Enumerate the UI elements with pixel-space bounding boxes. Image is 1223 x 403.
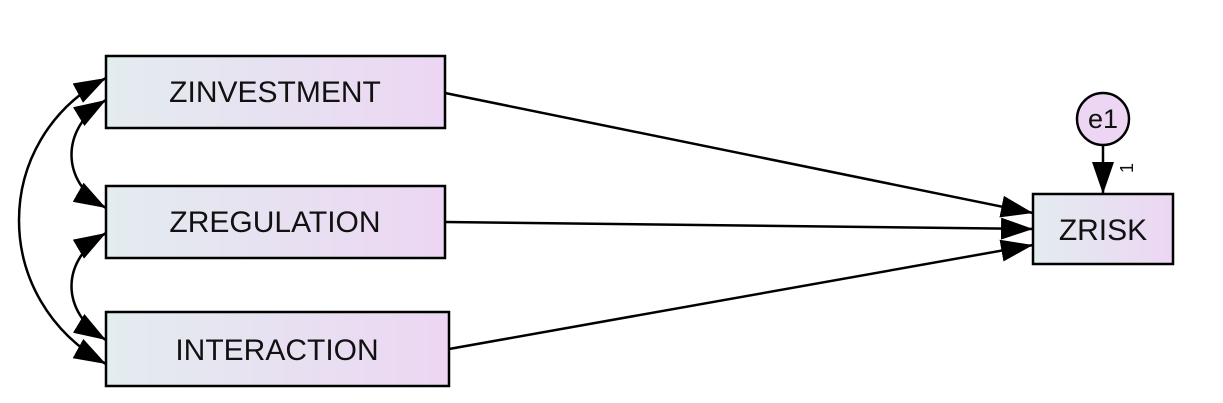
node-zrisk-box xyxy=(1031,192,1175,266)
node-zinvestment-box xyxy=(104,54,447,130)
covariance-zregulation-interaction xyxy=(70,231,107,342)
node-zregulation: ZREGULATION xyxy=(104,184,447,260)
node-zregulation-box xyxy=(104,184,447,260)
node-zinvestment: ZINVESTMENT xyxy=(104,54,447,130)
covariance-zinvestment-interaction xyxy=(17,76,107,366)
path-e1-label: 1 xyxy=(1117,163,1137,173)
path-zinvestment-to-zrisk xyxy=(444,91,1034,218)
path-interaction-to-zrisk xyxy=(448,239,1034,351)
node-e1: e1 xyxy=(1075,91,1131,147)
node-e1-label: e1 xyxy=(1088,104,1118,134)
covariance-zinvestment-zregulation xyxy=(70,98,107,210)
node-interaction: INTERACTION xyxy=(104,310,451,388)
node-e1-circle xyxy=(1075,91,1131,147)
node-zregulation-label: ZREGULATION xyxy=(169,206,380,239)
node-zrisk: ZRISK xyxy=(1031,192,1175,266)
node-interaction-box xyxy=(104,310,451,388)
path-zregulation-to-zrisk xyxy=(444,217,1034,240)
node-zinvestment-label: ZINVESTMENT xyxy=(169,76,381,109)
node-zrisk-label: ZRISK xyxy=(1059,214,1147,247)
node-interaction-label: INTERACTION xyxy=(175,334,378,367)
